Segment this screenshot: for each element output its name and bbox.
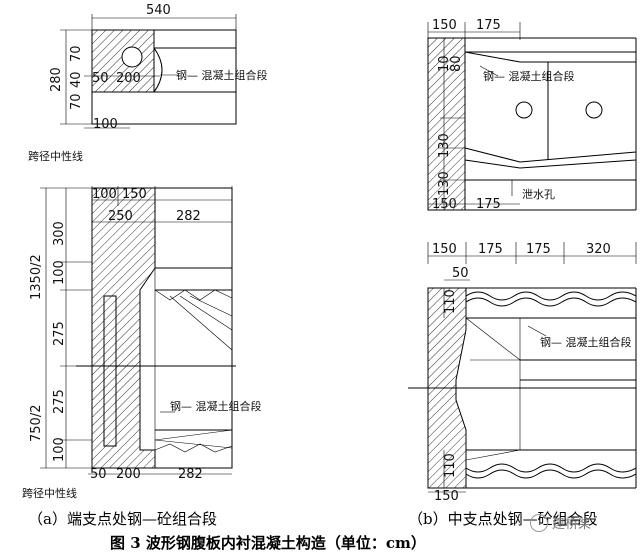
figure-caption: 图 3 波形钢腹板内衬混凝土构造（单位：cm） (110, 534, 426, 552)
dim-a-v275b: 275 (52, 389, 67, 414)
dim-b-top-175: 175 (476, 18, 501, 33)
watermark: 建桥桨 (530, 513, 591, 532)
dim-b-v110a: 110 (443, 289, 458, 314)
label-b-lower: 钢— 混凝土组合段 (540, 335, 632, 349)
dim-a-v750: 750/2 (29, 405, 44, 442)
caption-panel-b: （b）中支点处钢—砼组合段 (408, 510, 598, 528)
panel-a-main: 100 150 250 282 300 1350/2 100 275 275 7… (22, 186, 262, 500)
centerline-a-top: 跨径中性线 (28, 149, 83, 163)
dim-a-540: 540 (146, 3, 171, 18)
hole-b-right (585, 101, 603, 119)
dim-a-50: 50 (92, 71, 109, 86)
dim-b-low-150: 150 (432, 242, 457, 257)
dim-b-v80: 80 (449, 55, 464, 72)
dim-a-bot-50: 50 (90, 467, 107, 482)
panel-b-top: 150 175 钢— 混凝土组合段 10 80 130 130 150 175 … (427, 18, 637, 212)
centerline-a-bottom: 跨径中性线 (22, 486, 77, 500)
dim-a-v100b: 100 (52, 437, 67, 462)
dim-b-v130a: 130 (437, 133, 452, 158)
dim-a-100: 100 (93, 117, 118, 132)
label-a-mid: 钢— 混凝土组合段 (170, 399, 262, 413)
dim-b-bot-175: 175 (476, 197, 501, 212)
dim-a-v1350: 1350/2 (29, 254, 44, 300)
dim-a-bot-200: 200 (116, 467, 141, 482)
dim-b-top-150: 150 (432, 18, 457, 33)
watermark-text: 建桥桨 (552, 517, 592, 532)
dim-a-v300: 300 (52, 221, 67, 246)
label-b-top: 钢— 混凝土组合段 (483, 69, 575, 83)
dim-a-v100a: 100 (52, 260, 67, 285)
panel-b-lower: 150 175 175 320 50 110 110 钢— 混凝土组合段 150 (408, 242, 637, 504)
wechat-icon (530, 513, 548, 532)
dim-a-200: 200 (116, 71, 141, 86)
dim-a-280: 280 (49, 67, 64, 92)
dim-a-bot-282: 282 (178, 467, 203, 482)
dim-b-v10: 10 (437, 55, 452, 72)
dim-b-low-175b: 175 (526, 242, 551, 257)
dim-b-low-320: 320 (586, 242, 611, 257)
drain-label: 泄水孔 (522, 188, 555, 201)
dim-b-low-175a: 175 (478, 242, 503, 257)
dim-a-v275a: 275 (52, 321, 67, 346)
dim-a-40: 40 (69, 71, 84, 88)
dim-b-low-150b: 150 (434, 489, 459, 504)
caption-panel-a: （a）端支点处钢—砼组合段 (28, 510, 217, 528)
hole-b-left (515, 101, 533, 119)
dim-a-mid-282: 282 (176, 209, 201, 224)
dim-a-70b: 70 (69, 93, 84, 110)
panel-a-top: 540 钢— 混凝土组合段 280 70 40 70 50 200 100 跨径… (28, 3, 268, 163)
label-a-top: 钢— 混凝土组合段 (176, 68, 268, 82)
dim-b-low-50: 50 (452, 266, 469, 281)
dim-a-70a: 70 (69, 45, 84, 62)
dim-b-v130b: 130 (437, 171, 452, 196)
hole-a-top (121, 46, 143, 68)
dim-b-v110b: 110 (443, 453, 458, 478)
dim-b-bot-150: 150 (432, 197, 457, 212)
